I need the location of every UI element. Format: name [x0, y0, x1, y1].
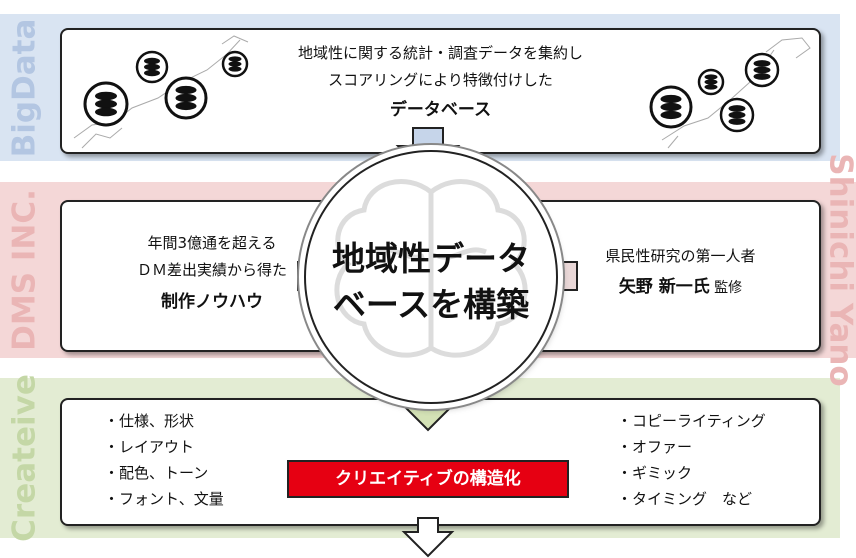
- database-icon-6: [697, 68, 725, 96]
- database-icons: [83, 50, 780, 133]
- list-item: ・ギミック: [617, 464, 693, 482]
- database-icon-2: [221, 50, 249, 78]
- creative-right-list: ・コピーライティング ・オファー ・ギミック ・タイミング など: [617, 408, 766, 512]
- dms-emphasis: 制作ノウハウ: [161, 292, 263, 312]
- side-label-bigdata: BigData: [6, 18, 43, 158]
- yano-suffix: 監修: [709, 280, 743, 296]
- database-icon-1: [135, 50, 169, 84]
- side-label-dms: DMS INC.: [6, 189, 43, 351]
- yano-name: 矢野 新一氏: [618, 277, 710, 297]
- list-item: ・仕様、形状: [104, 412, 195, 430]
- side-label-createive: Createive: [6, 374, 43, 542]
- list-item: ・フォント、文量: [104, 490, 224, 508]
- side-label-yano: Shinichi Yano: [822, 153, 856, 387]
- center-title-line2: ベースを構築: [332, 285, 530, 324]
- database-icon-8: [719, 97, 755, 133]
- database-icon-7: [649, 85, 693, 129]
- yano-line2: 矢野 新一氏 監修: [542, 272, 819, 297]
- database-icon-5: [744, 52, 780, 88]
- creative-left-list: ・仕様、形状 ・レイアウト ・配色、トーン ・フォント、文量: [104, 408, 224, 512]
- center-circle: 地域性データ ベースを構築: [304, 150, 558, 404]
- database-icon-3: [83, 81, 129, 127]
- brain-icon: [334, 179, 528, 358]
- bigdata-desc-line2: スコアリングにより特徴付けした: [328, 71, 553, 89]
- list-item: ・レイアウト: [104, 438, 195, 456]
- list-item: ・オファー: [617, 438, 693, 456]
- list-item: ・コピーライティング: [617, 412, 766, 430]
- map-decoration: [73, 35, 811, 149]
- bigdata-emphasis: データベース: [389, 100, 492, 120]
- dms-desc-line2: ＤＭ差出実績から得た: [136, 261, 287, 279]
- list-item: ・タイミング など: [617, 490, 753, 508]
- dms-desc-line1: 年間3億通を超える: [147, 234, 277, 252]
- creative-structure-badge: クリエイティブの構造化: [287, 460, 569, 498]
- bigdata-panel: 地域性に関する統計・調査データを集約し スコアリングにより特徴付けした データベ…: [60, 28, 821, 154]
- list-item: ・配色、トーン: [104, 464, 209, 482]
- bigdata-desc-line1: 地域性に関する統計・調査データを集約し: [297, 44, 583, 62]
- yano-desc-line1: 県民性研究の第一人者: [605, 247, 756, 265]
- center-title-line1: 地域性データ: [332, 239, 530, 278]
- database-icon-4: [164, 76, 208, 120]
